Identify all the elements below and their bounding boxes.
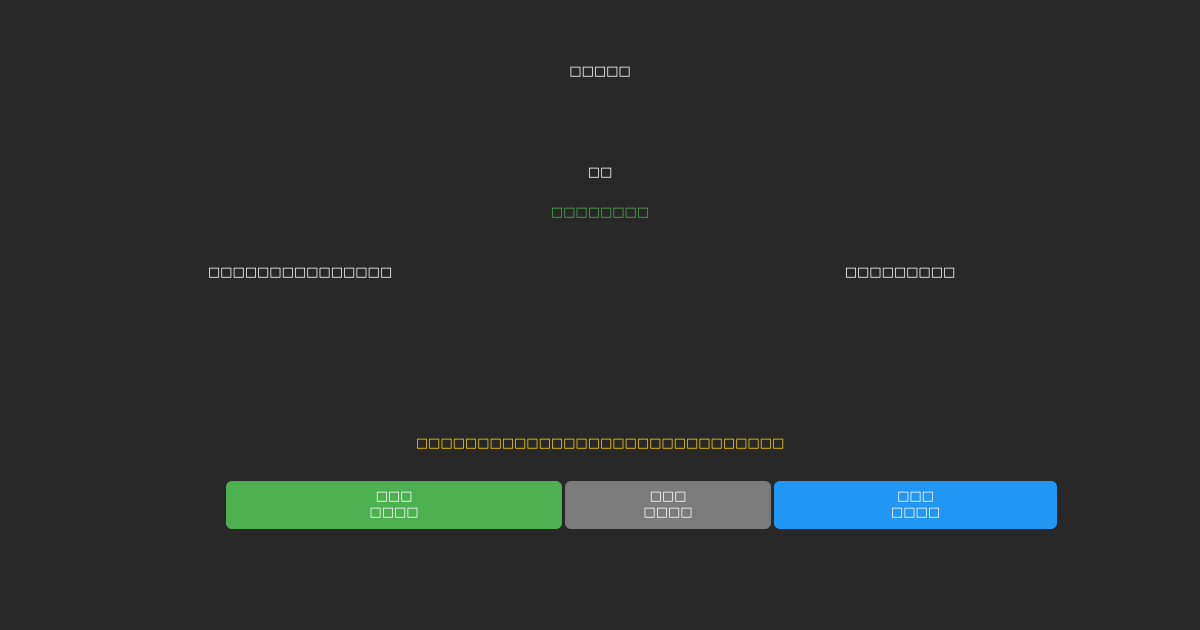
green-button-label-line2: □□□□	[369, 505, 419, 520]
status-text: □□□□□□□□	[550, 205, 650, 220]
green-action-button[interactable]: □□□ □□□□	[226, 481, 562, 529]
page-title: □□□□□	[569, 64, 631, 79]
notice-text: □□□□□□□□□□□□□□□□□□□□□□□□□□□□□□	[415, 436, 785, 451]
gray-action-button[interactable]: □□□ □□□□	[565, 481, 771, 529]
blue-action-button[interactable]: □□□ □□□□	[774, 481, 1057, 529]
right-section-label: □□□□□□□□□	[844, 265, 956, 280]
action-button-row: □□□ □□□□ □□□ □□□□ □□□ □□□□	[226, 481, 1057, 529]
subtitle-text: □□	[587, 165, 613, 180]
gray-button-label-line1: □□□	[649, 489, 687, 504]
gray-button-label-line2: □□□□	[643, 505, 693, 520]
green-button-label-line1: □□□	[375, 489, 413, 504]
blue-button-label-line2: □□□□	[890, 505, 941, 520]
left-section-label: □□□□□□□□□□□□□□□	[207, 265, 393, 280]
blue-button-label-line1: □□□	[897, 489, 934, 504]
